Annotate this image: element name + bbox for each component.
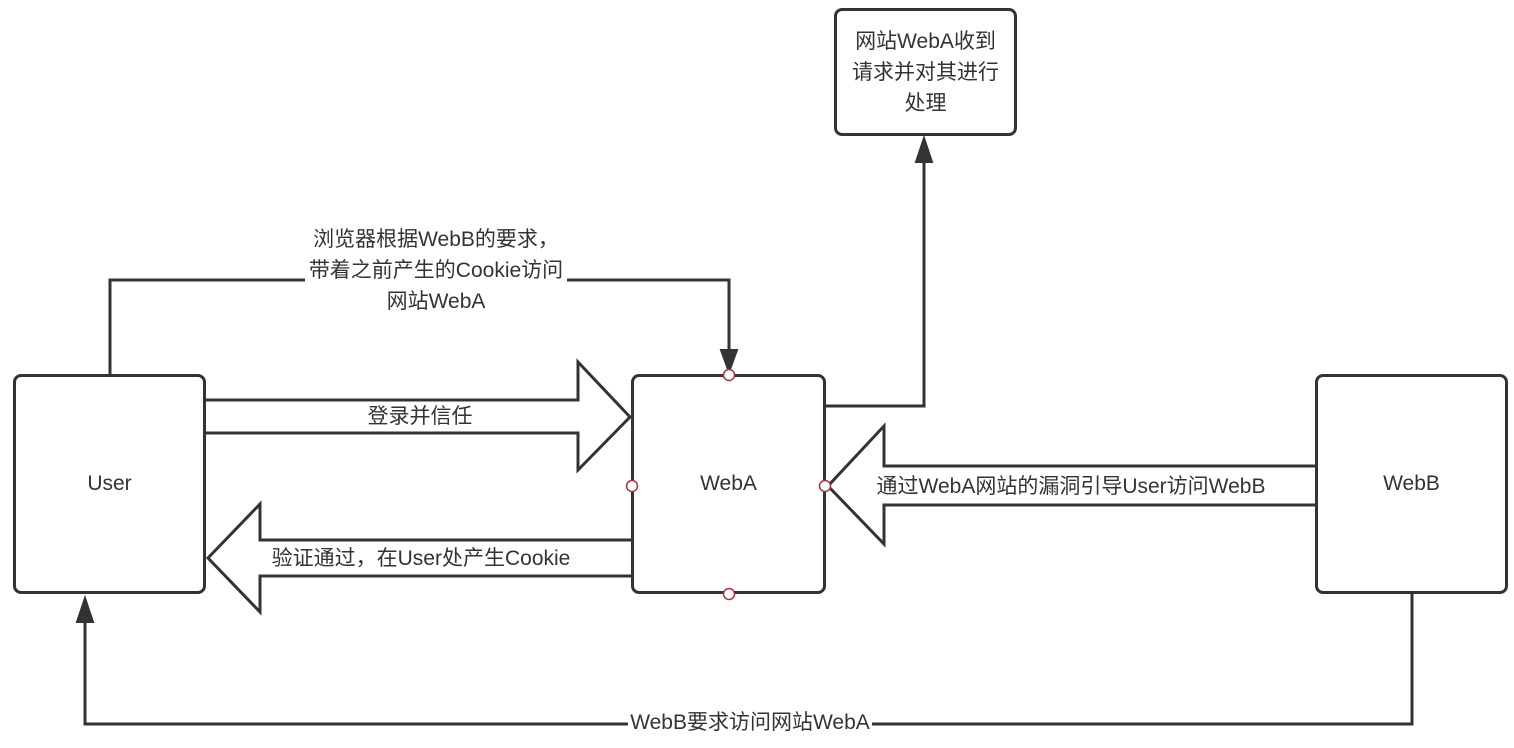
arrowhead-into-user-icon [75, 594, 95, 623]
node-user-label: User [87, 472, 132, 495]
edge-verify-label: 验证通过，在User处产生Cookie [271, 547, 571, 570]
node-process: 网站WebA收到请求并对其进行处理 [834, 8, 1017, 136]
verify-block-arrow [205, 500, 631, 616]
node-webb-label: WebB [1383, 472, 1440, 495]
edge-weba-to-process [826, 158, 926, 408]
edge-browser-label-line1: 浏览器根据WebB的要求， [313, 228, 559, 251]
node-user: User [13, 374, 206, 594]
login-block-arrow [206, 358, 633, 474]
node-process-label: 网站WebA收到请求并对其进行处理 [852, 29, 999, 115]
arrowhead-into-weba-top-icon [719, 349, 739, 375]
node-webb: WebB [1315, 374, 1508, 594]
node-weba-label: WebA [700, 472, 757, 495]
edge-browser-label: 浏览器根据WebB的要求， 带着之前产生的Cookie访问 网站WebA [236, 224, 636, 317]
edge-webb-request-text: WebB要求访问网站WebA [628, 711, 872, 734]
edge-browser-label-line2: 带着之前产生的Cookie访问 [304, 255, 568, 286]
arrowhead-into-process-icon [914, 134, 934, 163]
edge-browser-label-line3: 网站WebA [386, 290, 486, 313]
edge-login-label: 登录并信任 [367, 405, 473, 428]
edge-exploit-label: 通过WebA网站的漏洞引导User访问WebB [876, 475, 1266, 498]
node-weba: WebA [631, 374, 826, 594]
edge-webb-to-user [83, 594, 1414, 726]
edge-webb-request-label: WebB要求访问网站WebA [600, 708, 900, 738]
